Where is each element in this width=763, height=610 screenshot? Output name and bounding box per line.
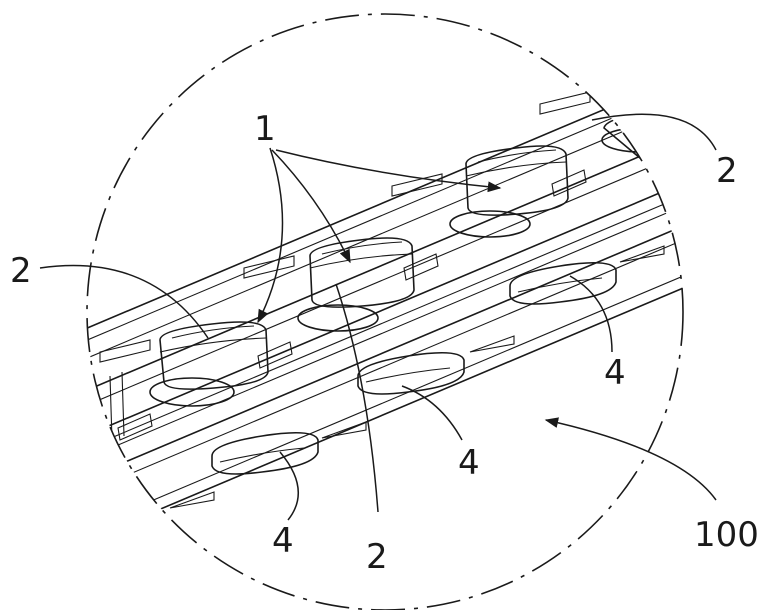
carrier-upper-left bbox=[149, 321, 269, 407]
label-2-bottom: 2 bbox=[366, 537, 388, 577]
label-1: 1 bbox=[254, 109, 276, 149]
pad-left bbox=[211, 432, 319, 475]
lower-pads bbox=[109, 245, 665, 509]
pad-middle bbox=[357, 352, 465, 395]
detail-circle-outline bbox=[86, 13, 684, 610]
label-2-left: 2 bbox=[10, 251, 32, 291]
leader-lines-label-2 bbox=[39, 113, 717, 513]
label-4-left: 4 bbox=[272, 521, 294, 561]
bracket-set bbox=[99, 91, 591, 441]
leader-line-label-100 bbox=[544, 417, 717, 501]
pad-right bbox=[509, 262, 617, 305]
leader-lines-label-4 bbox=[279, 275, 613, 521]
carrier-upper-right bbox=[449, 145, 569, 238]
leader-lines-label-1 bbox=[257, 147, 502, 324]
label-4-right: 4 bbox=[604, 353, 626, 393]
carrier-upper-far-right bbox=[601, 109, 683, 159]
carrier-upper-middle bbox=[297, 237, 415, 332]
label-4-middle: 4 bbox=[458, 443, 480, 483]
belt-assembly bbox=[87, 51, 683, 561]
label-100: 100 bbox=[694, 515, 759, 555]
label-2-right: 2 bbox=[716, 151, 738, 191]
middle-rail bbox=[87, 158, 683, 479]
